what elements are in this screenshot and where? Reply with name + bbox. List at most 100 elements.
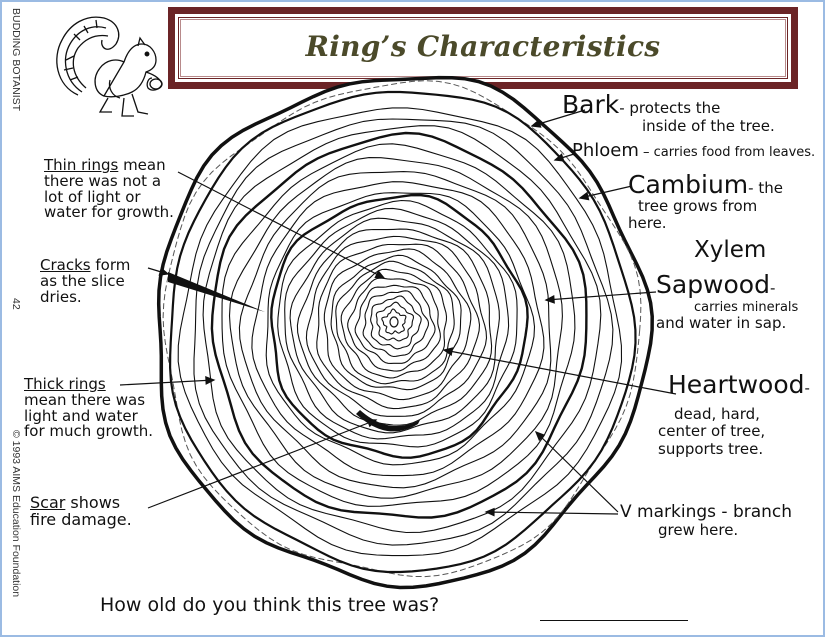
growth-ring xyxy=(381,308,407,335)
thick-rings-pointer-head xyxy=(205,376,216,385)
cambium-pointer xyxy=(579,185,633,199)
label-xylem: Xylem xyxy=(694,237,767,263)
growth-ring xyxy=(335,260,455,385)
cracks-line-2: as the slice xyxy=(40,271,125,290)
label-bark: Bark- protects the inside of the tree. xyxy=(562,90,775,136)
growth-ring xyxy=(305,235,488,417)
term-cambium: Cambium xyxy=(628,170,749,199)
growth-ring xyxy=(370,295,422,350)
growth-ring xyxy=(347,277,441,372)
growth-ring xyxy=(284,207,510,440)
label-cracks: Cracks form as the slice dries. xyxy=(40,256,131,305)
v-marking-pointer-2-head xyxy=(484,507,495,517)
growth-ring xyxy=(340,268,448,379)
term-sapwood: Sapwood xyxy=(656,270,770,299)
fire-scar xyxy=(356,410,420,432)
label-thin-rings: Thin rings mean there was not a lot of l… xyxy=(44,156,174,222)
growth-ring xyxy=(323,248,472,401)
label-cambium: Cambium- the tree grows from here. xyxy=(628,170,783,233)
heartwood-line-1: dead, hard, xyxy=(674,405,760,423)
crack xyxy=(168,272,265,312)
cambium-line-3: here. xyxy=(628,214,667,233)
thin-rings-line-4: water for growth. xyxy=(44,203,174,222)
term-thin-rings: Thin rings xyxy=(44,156,119,174)
growth-ring xyxy=(202,125,602,534)
term-v-markings: V markings xyxy=(620,502,716,522)
bark-pointer-head xyxy=(530,119,542,128)
sapwood-line-2: and water in sap. xyxy=(656,314,787,333)
page-title: Ring’s Characteristics xyxy=(305,30,661,63)
v-marking-pointer-2 xyxy=(485,511,619,515)
cambium-line-1: - the xyxy=(748,179,783,197)
scar-pointer-head xyxy=(366,418,378,428)
cracks-line-1: form xyxy=(90,256,131,274)
scar-line-1: shows xyxy=(65,493,121,512)
label-sapwood: Sapwood- carries minerals and water in s… xyxy=(656,270,799,333)
sapwood-line-1: carries minerals xyxy=(694,300,799,316)
heartwood-line-2: center of tree, xyxy=(658,422,766,441)
v-marking-pointer-1-head xyxy=(534,430,546,442)
label-scar: Scar shows fire damage. xyxy=(30,493,132,529)
thick-rings-line-1: mean there was xyxy=(24,390,146,409)
growth-ring xyxy=(221,143,576,507)
thick-rings-line-3: for much growth. xyxy=(24,422,153,441)
title-inner-border-2 xyxy=(180,19,786,77)
thin-rings-pointer-head xyxy=(374,270,386,279)
v-markings-line-1: - branch xyxy=(716,502,793,522)
thin-rings-line-1: mean xyxy=(118,156,166,174)
thick-rings-line-2: light and water xyxy=(24,406,138,425)
term-heartwood: Heartwood xyxy=(668,370,805,399)
term-cracks: Cracks xyxy=(40,256,91,274)
label-phloem: Phloem – carries food from leaves. xyxy=(572,140,815,161)
cambium-pointer-head xyxy=(578,191,590,201)
bark-pointer xyxy=(531,109,586,127)
growth-ring xyxy=(228,157,563,499)
pith xyxy=(389,316,399,328)
term-phloem: Phloem xyxy=(572,140,639,161)
growth-ring xyxy=(177,107,623,557)
growth-ring xyxy=(375,301,415,342)
term-bark: Bark xyxy=(562,90,620,119)
scar-line-2: fire damage. xyxy=(30,509,132,529)
age-question: How old do you think this tree was? xyxy=(100,594,440,616)
age-answer-field[interactable] xyxy=(540,620,688,621)
growth-ring xyxy=(238,171,552,489)
growth-ring xyxy=(277,199,518,448)
heartwood-pointer xyxy=(443,349,677,395)
thin-rings-line-3: lot of light or xyxy=(44,187,141,206)
heartwood-pointer-head xyxy=(442,347,454,356)
sapwood-pointer-head xyxy=(544,294,555,304)
title-inner-border xyxy=(178,17,788,79)
scar-pointer xyxy=(147,419,377,509)
growth-ring xyxy=(210,131,588,519)
growth-ring xyxy=(296,228,493,426)
growth-ring xyxy=(316,243,481,410)
bark-outer-edge xyxy=(156,75,654,590)
heartwood-description: dead, hard, center of tree, supports tre… xyxy=(658,405,766,458)
growth-ring xyxy=(270,193,529,459)
sapwood-pointer xyxy=(545,291,657,301)
bark-line-2: inside of the tree. xyxy=(642,117,775,136)
thick-rings-pointer xyxy=(119,379,215,386)
heartwood-line-3: supports tree. xyxy=(658,439,764,458)
growth-ring xyxy=(265,192,536,466)
bark-line-1: - protects the xyxy=(619,99,721,117)
heartwood-dash: - xyxy=(804,379,810,397)
v-marking-pointer-1 xyxy=(535,431,619,513)
phloem-pointer-head xyxy=(553,153,565,162)
term-scar: Scar xyxy=(30,493,66,512)
cambium-line-2: tree grows from xyxy=(638,197,758,216)
term-thick-rings: Thick rings xyxy=(24,375,106,393)
growth-ring xyxy=(330,254,462,391)
title-banner: Ring’s Characteristics xyxy=(168,7,798,89)
growth-ring xyxy=(289,217,500,434)
label-thick-rings: Thick rings mean there was light and wat… xyxy=(24,375,153,441)
sapwood-dash: - xyxy=(769,279,776,297)
growth-ring xyxy=(354,284,436,364)
phloem-cambium-ring xyxy=(168,90,637,574)
thin-rings-pointer xyxy=(177,171,385,279)
growth-ring xyxy=(251,181,545,477)
label-heartwood: Heartwood- xyxy=(668,370,810,399)
label-v-markings: V markings - branch grew here. xyxy=(620,502,793,539)
